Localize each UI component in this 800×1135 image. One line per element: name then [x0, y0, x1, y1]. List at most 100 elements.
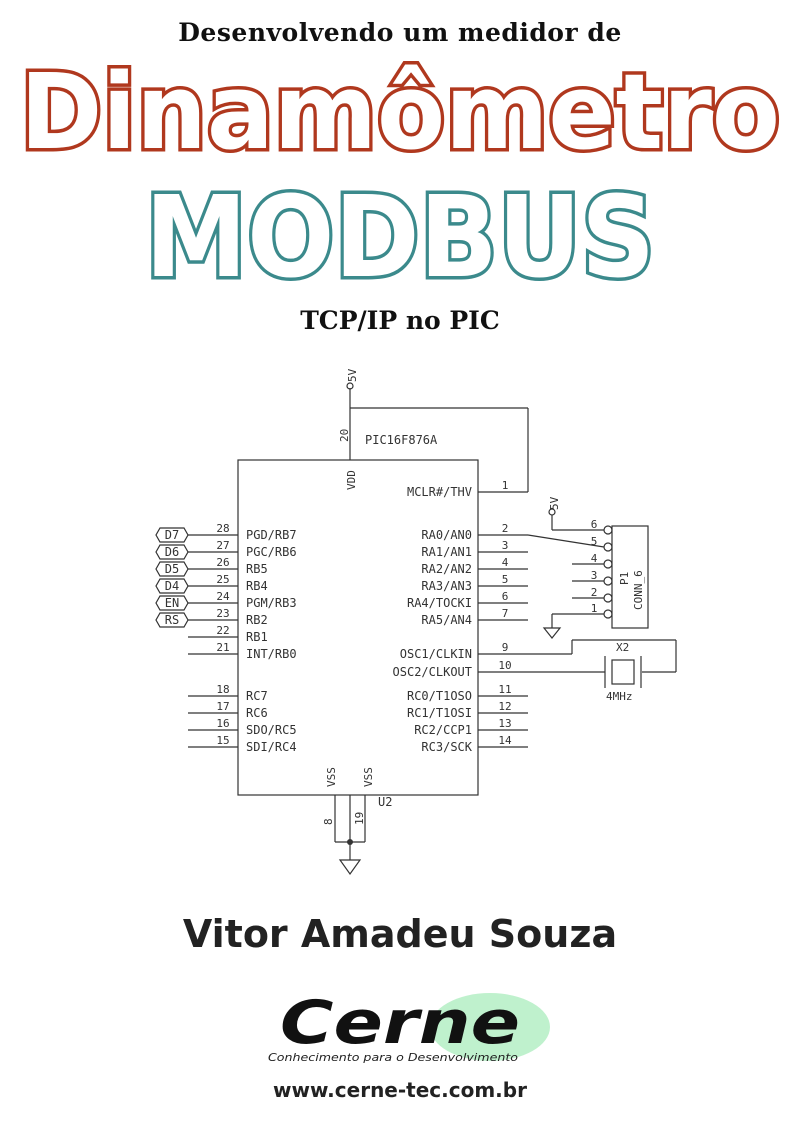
net-tag-label: D7 — [165, 528, 179, 542]
cover-title: Dinamômetro — [17, 48, 784, 168]
chip-body — [237, 459, 479, 796]
right-pin-number: 10 — [498, 659, 511, 672]
chip-left-pins: 28 PGD/RB7 D7 27 PGC/RB6 D6 26 RB5 D5 25 RB4 D4 24 PG… — [155, 522, 297, 754]
right-pin-name: OSC2/CLKOUT — [393, 665, 472, 679]
connector-pin-number: 3 — [591, 569, 598, 582]
publisher-website: www.cerne-tec.com.br — [273, 1078, 527, 1102]
right-pin-name: RC1/T1OSI — [407, 706, 472, 720]
connector-ref: P1 — [618, 572, 631, 585]
left-pin-name: PGM/RB3 — [246, 596, 297, 610]
left-pin-26: 26 RB5 D5 — [155, 556, 268, 577]
logo-tagline: Conhecimento para o Desenvolvimento — [268, 1051, 518, 1064]
net-tag-label: D6 — [165, 545, 179, 559]
right-pin-name: RA5/AN4 — [421, 613, 472, 627]
right-pin-name: RA4/TOCKI — [407, 596, 472, 610]
connector-pin-4: 4 — [591, 552, 613, 569]
cover-title-text: Dinamômetro — [20, 51, 780, 168]
left-pin-name: RC6 — [246, 706, 268, 720]
connector-pin-number: 6 — [591, 518, 598, 531]
right-pin-name: RC3/SCK — [421, 740, 472, 754]
net-tag-label: D5 — [165, 562, 179, 576]
right-pin-number: 7 — [502, 607, 509, 620]
chip-ref: U2 — [378, 795, 392, 809]
left-pin-name: SDI/RC4 — [246, 740, 297, 754]
right-pin-number: 4 — [502, 556, 509, 569]
right-pin-2: 2 RA0/AN0 — [421, 522, 528, 542]
right-pin-number: 13 — [498, 717, 511, 730]
left-pin-name: RB1 — [246, 630, 268, 644]
right-pin-10: 10 OSC2/CLKOUT — [393, 659, 512, 679]
connector-pin-number: 1 — [591, 602, 598, 615]
right-pin-number: 5 — [502, 573, 509, 586]
right-pin-name: RA0/AN0 — [421, 528, 472, 542]
vss-label-left: VSS — [325, 767, 338, 787]
right-pin-4: 4 RA2/AN2 — [421, 556, 528, 576]
right-pin-name: RA1/AN1 — [421, 545, 472, 559]
vss-pin-19: 19 — [353, 812, 366, 825]
right-pin-name: RA2/AN2 — [421, 562, 472, 576]
cover-subtitle: MODBUS — [142, 170, 659, 294]
right-pin-number: 3 — [502, 539, 509, 552]
left-pin-name: RB5 — [246, 562, 268, 576]
left-pin-number: 26 — [216, 556, 229, 569]
left-pin-name: PGD/RB7 — [246, 528, 297, 542]
left-pin-number: 27 — [216, 539, 229, 552]
right-pin-number: 2 — [502, 522, 509, 535]
vdd-supply-label: 5V — [346, 368, 359, 382]
wire-ra0 — [527, 534, 605, 548]
left-pin-24: 24 PGM/RB3 EN — [155, 590, 297, 611]
connector-pin-2: 2 — [591, 586, 613, 603]
connector-pin-5: 5 — [591, 535, 613, 552]
cover-pretitle: Desenvolvendo um medidor de — [178, 18, 622, 47]
circuit-schematic: 5V 20 VDD PIC16F876A VSS VSS 8 19 U2 P1 … — [155, 368, 677, 876]
left-pin-number: 22 — [216, 624, 229, 637]
left-pin-22: 22 RB1 — [188, 624, 268, 644]
connector-body — [611, 525, 649, 629]
logo-name: Cerne — [280, 988, 520, 1058]
left-pin-number: 17 — [216, 700, 229, 713]
left-pin-name: RB4 — [246, 579, 268, 593]
crystal-ref: X2 — [616, 641, 629, 654]
left-pin-17: 17 RC6 — [188, 700, 268, 720]
right-pin-number: 14 — [498, 734, 512, 747]
net-tag-label: RS — [165, 613, 179, 627]
right-pin-number: 6 — [502, 590, 509, 603]
connector-pin-1: 1 — [591, 602, 613, 619]
chip-name: PIC16F876A — [365, 433, 438, 447]
left-pin-name: RB2 — [246, 613, 268, 627]
crystal-value: 4MHz — [606, 690, 633, 703]
net-tag-D4: D4 — [155, 578, 189, 594]
left-pin-25: 25 RB4 D4 — [155, 573, 268, 594]
right-pin-number: 1 — [502, 479, 509, 492]
net-tag-label: D4 — [165, 579, 179, 593]
publisher-logo: Cerne Conhecimento para o Desenvolviment… — [268, 988, 550, 1064]
right-pin-name: RC0/T1OSO — [407, 689, 472, 703]
net-tag-label: EN — [165, 596, 179, 610]
left-pin-number: 28 — [216, 522, 229, 535]
left-pin-number: 24 — [216, 590, 230, 603]
left-pin-28: 28 PGD/RB7 D7 — [155, 522, 297, 543]
net-tag-EN: EN — [155, 595, 189, 611]
left-pin-number: 25 — [216, 573, 229, 586]
net-tag-D7: D7 — [155, 527, 189, 543]
right-pin-name: RC2/CCP1 — [414, 723, 472, 737]
left-pin-number: 15 — [216, 734, 229, 747]
right-pin-6: 6 RA4/TOCKI — [407, 590, 528, 610]
net-tag-D6: D6 — [155, 544, 189, 560]
left-pin-name: PGC/RB6 — [246, 545, 297, 559]
left-pin-name: INT/RB0 — [246, 647, 297, 661]
vss-label-right: VSS — [362, 767, 375, 787]
right-pin-number: 12 — [498, 700, 511, 713]
right-pin-14: 14 RC3/SCK — [421, 734, 528, 754]
author-name: Vitor Amadeu Souza — [182, 912, 618, 956]
connector-pin-number: 5 — [591, 535, 598, 548]
conn-supply-label: 5V — [548, 496, 561, 510]
